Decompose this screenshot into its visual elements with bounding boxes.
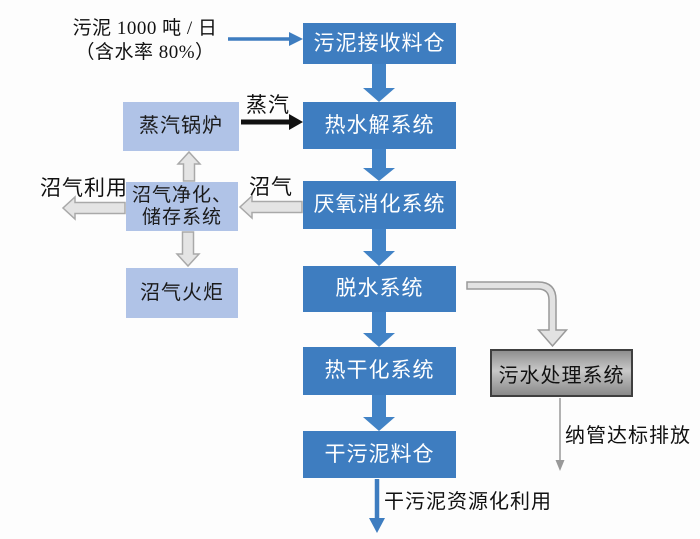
arrow-digestion-to-dewatering-icon (363, 229, 395, 266)
box-wastewater-treatment-system: 污水处理系统 (490, 349, 633, 397)
box-label-line2: 储存系统 (141, 206, 222, 228)
arrow-purification-to-flare-icon (175, 231, 201, 268)
arrow-hydrolysis-to-digestion-icon (363, 149, 395, 181)
arrow-purification-to-biogas-use-icon (61, 195, 126, 221)
box-label: 厌氧消化系统 (313, 192, 446, 217)
box-dewatering-system: 脱水系统 (303, 266, 456, 312)
box-thermal-drying-system: 热干化系统 (303, 347, 456, 395)
label-biogas: 沼气 (249, 175, 293, 199)
label-discharge: 纳管达标排放 (565, 425, 691, 447)
box-label: 热水解系统 (324, 112, 435, 137)
input-note-line1: 污泥 1000 吨 / 日 (72, 18, 218, 39)
box-label: 蒸汽锅炉 (139, 115, 223, 137)
arrow-wastewater-discharge-icon (555, 398, 565, 471)
arrow-receiving-to-hydrolysis-icon (363, 64, 395, 102)
box-anaerobic-digestion-system: 厌氧消化系统 (303, 181, 456, 229)
box-label: 热干化系统 (324, 358, 435, 383)
box-steam-boiler: 蒸汽锅炉 (123, 102, 239, 151)
box-biogas-purification-storage: 沼气净化、 储存系统 (126, 182, 238, 231)
arrow-input-to-receiving-icon (228, 32, 303, 46)
box-label: 污泥接收料仓 (313, 30, 446, 55)
box-label: 干污泥料仓 (324, 441, 435, 466)
arrow-dewatering-to-wastewater-icon (466, 281, 569, 348)
arrow-drying-to-silo-icon (363, 395, 395, 431)
box-biogas-flare: 沼气火炬 (126, 268, 238, 318)
arrow-dewatering-to-drying-icon (363, 312, 395, 347)
arrow-steam-to-hydrolysis-icon (241, 114, 303, 130)
label-dry-sludge-use: 干污泥资源化利用 (384, 491, 552, 513)
box-label: 脱水系统 (335, 276, 424, 301)
box-label: 沼气火炬 (140, 281, 224, 304)
box-dry-sludge-silo: 干污泥料仓 (303, 431, 456, 478)
label-steam: 蒸汽 (246, 93, 290, 117)
input-note: 污泥 1000 吨 / 日 （含水率 80%） (50, 17, 240, 65)
input-note-line2: （含水率 80%） (75, 41, 215, 63)
box-label-line1: 沼气净化、 (131, 184, 232, 206)
label-biogas-use: 沼气利用 (40, 176, 128, 200)
box-label: 污水处理系统 (498, 364, 625, 387)
arrow-purification-to-boiler-icon (176, 150, 202, 182)
arrow-silo-to-utilization-icon (369, 479, 385, 533)
box-sludge-receiving-silo: 污泥接收料仓 (303, 23, 456, 64)
arrow-digestion-to-purification-icon (238, 194, 303, 220)
box-thermal-hydrolysis-system: 热水解系统 (303, 102, 456, 149)
